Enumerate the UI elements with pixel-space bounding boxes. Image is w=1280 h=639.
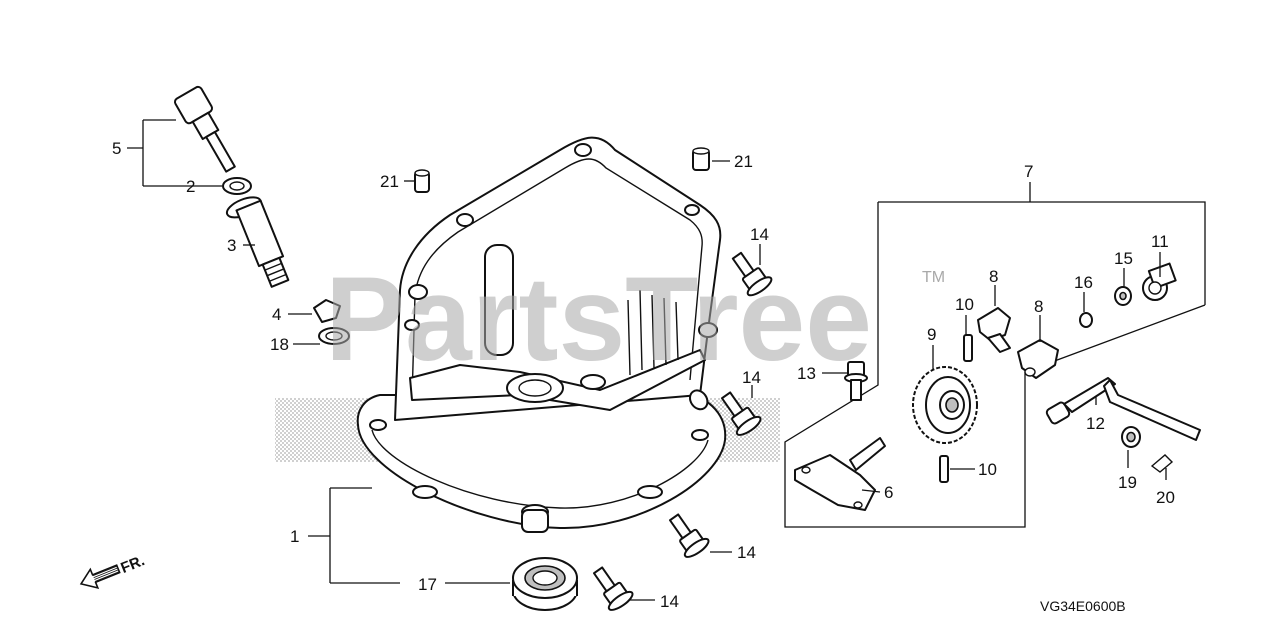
governor-pin-upper [963, 334, 973, 362]
diagram-code: VG34E0600B [1040, 598, 1126, 614]
callout-4[interactable]: 4 [272, 305, 281, 324]
governor-weight-left [977, 307, 1011, 353]
crankcase-cover [356, 136, 727, 533]
callout-10-lower[interactable]: 10 [978, 460, 997, 479]
watermark-text: PartsTree [325, 252, 872, 386]
callout-21-right[interactable]: 21 [734, 152, 753, 171]
callout-20[interactable]: 20 [1156, 488, 1175, 507]
callout-16[interactable]: 16 [1074, 273, 1093, 292]
governor-arm-shaft [1045, 377, 1201, 441]
leader-lines [127, 119, 1167, 601]
callout-1[interactable]: 1 [290, 527, 299, 546]
watermark-trademark: TM [922, 269, 945, 286]
governor-slider [1142, 262, 1177, 301]
callout-14-lower[interactable]: 14 [660, 592, 679, 611]
flange-bolt-lower-right [668, 513, 710, 558]
governor-gear [912, 366, 978, 444]
governor-holder [794, 437, 886, 511]
callout-8-left[interactable]: 8 [989, 267, 998, 286]
callout-11[interactable]: 11 [1151, 232, 1169, 251]
governor-weight-right [1017, 339, 1059, 379]
callout-14-lower-right[interactable]: 14 [737, 543, 756, 562]
callout-21-left[interactable]: 21 [380, 172, 399, 191]
callout-15[interactable]: 15 [1114, 249, 1133, 268]
callout-18[interactable]: 18 [270, 335, 289, 354]
callout-13[interactable]: 13 [797, 364, 816, 383]
callout-3[interactable]: 3 [227, 236, 236, 255]
callout-19[interactable]: 19 [1118, 473, 1137, 492]
flange-bolt-lower [592, 566, 634, 611]
callout-8-right[interactable]: 8 [1034, 297, 1043, 316]
shaft-clip [1150, 454, 1174, 473]
callout-10-upper[interactable]: 10 [955, 295, 974, 314]
dowel-pin-right [692, 147, 710, 171]
dowel-pin-left [414, 169, 430, 193]
callout-5[interactable]: 5 [112, 139, 121, 158]
governor-washer-small [1079, 312, 1093, 328]
flange-bolt-upper [731, 251, 773, 297]
callout-17[interactable]: 17 [418, 575, 437, 594]
callout-7[interactable]: 7 [1024, 162, 1033, 181]
governor-pin-lower [939, 455, 949, 483]
callout-6[interactable]: 6 [884, 483, 893, 502]
callout-14-middle[interactable]: 14 [742, 368, 761, 387]
front-direction-label: FR. [118, 552, 147, 577]
holder-bolt [844, 361, 868, 401]
callout-12[interactable]: 12 [1086, 414, 1105, 433]
front-arrow-icon [79, 564, 121, 590]
callout-9[interactable]: 9 [927, 325, 936, 344]
front-direction-marker: FR. [79, 552, 147, 590]
callout-2[interactable]: 2 [186, 177, 195, 196]
dipstick-assembly [173, 85, 350, 345]
callout-14-upper[interactable]: 14 [750, 225, 769, 244]
oil-seal [512, 557, 578, 611]
flange-bolt-middle [689, 389, 762, 436]
